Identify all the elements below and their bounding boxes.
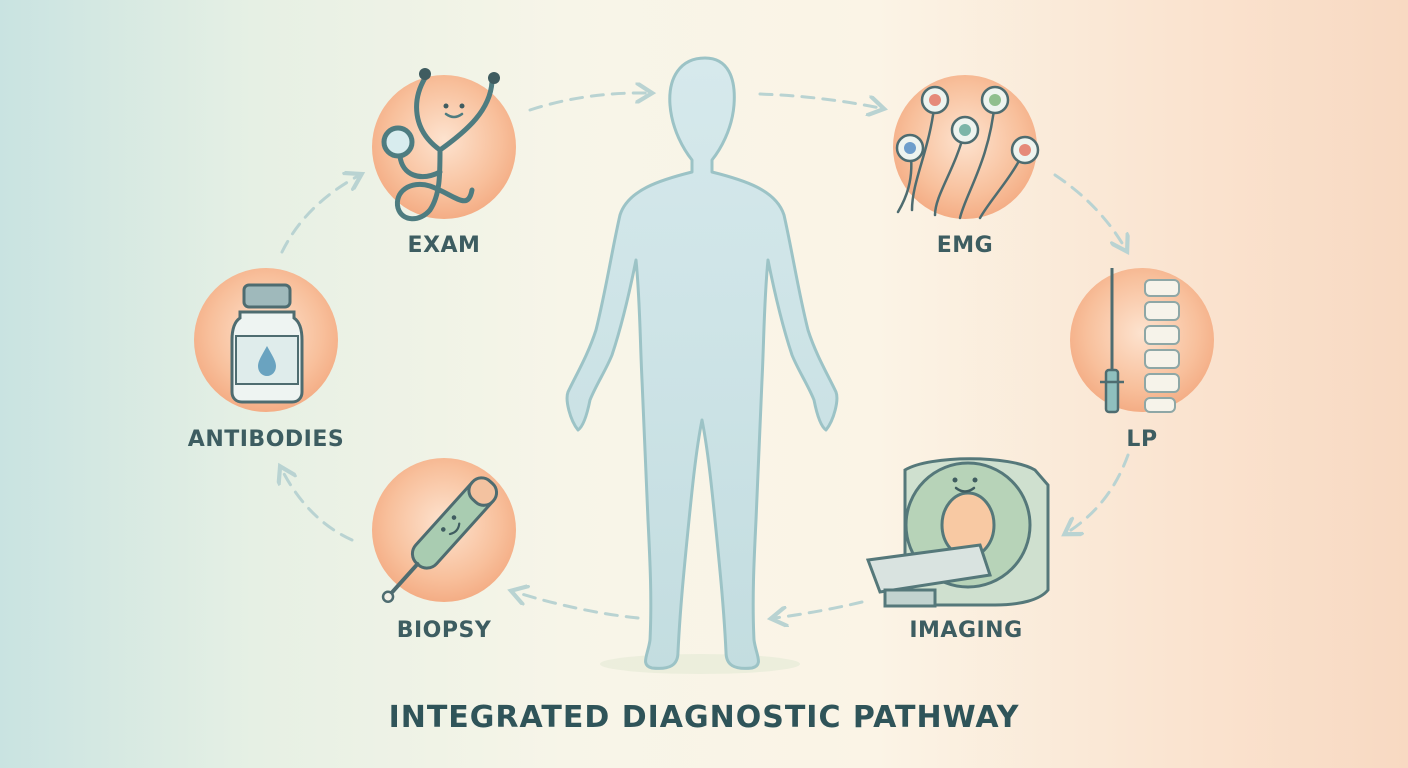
human-figure	[565, 56, 839, 670]
arrow-body-to-biopsy	[515, 592, 640, 620]
arrow-body-to-emg	[758, 92, 880, 108]
arrow-exam-to-body	[528, 93, 648, 112]
diagram-title: INTEGRATED DIAGNOSTIC PATHWAY	[388, 700, 1020, 735]
step-label-biopsy: BIOPSY	[396, 618, 492, 643]
stethoscope-icon	[381, 68, 500, 222]
biopsy-needle-icon	[381, 476, 499, 604]
step-label-emg: EMG	[936, 233, 994, 258]
step-biopsy	[372, 458, 516, 604]
spinal-needle-icon	[1100, 268, 1180, 414]
step-antibodies	[194, 268, 338, 412]
lp-circle	[1070, 268, 1214, 412]
step-label-antibodies: ANTIBODIES	[187, 427, 345, 452]
figure-shadow	[600, 654, 800, 674]
step-imaging	[865, 457, 1050, 608]
arrow-antibodies-to-exam	[280, 176, 358, 254]
step-emg	[893, 75, 1040, 220]
step-label-exam: EXAM	[407, 233, 481, 258]
step-exam	[372, 68, 516, 222]
arrow-biopsy-to-antibodies	[282, 470, 354, 542]
step-lp	[1070, 268, 1214, 414]
mri-scanner-icon	[865, 457, 1050, 608]
arrow-lp-to-imaging	[1068, 453, 1130, 532]
step-label-imaging: IMAGING	[909, 618, 1023, 643]
vial-icon	[230, 283, 304, 404]
arrow-emg-to-lp	[1053, 173, 1125, 248]
electrodes-icon	[895, 85, 1040, 220]
flow-arrows	[282, 93, 1128, 618]
step-label-lp: LP	[1126, 427, 1158, 452]
arrow-imaging-to-biopsy	[775, 600, 864, 618]
